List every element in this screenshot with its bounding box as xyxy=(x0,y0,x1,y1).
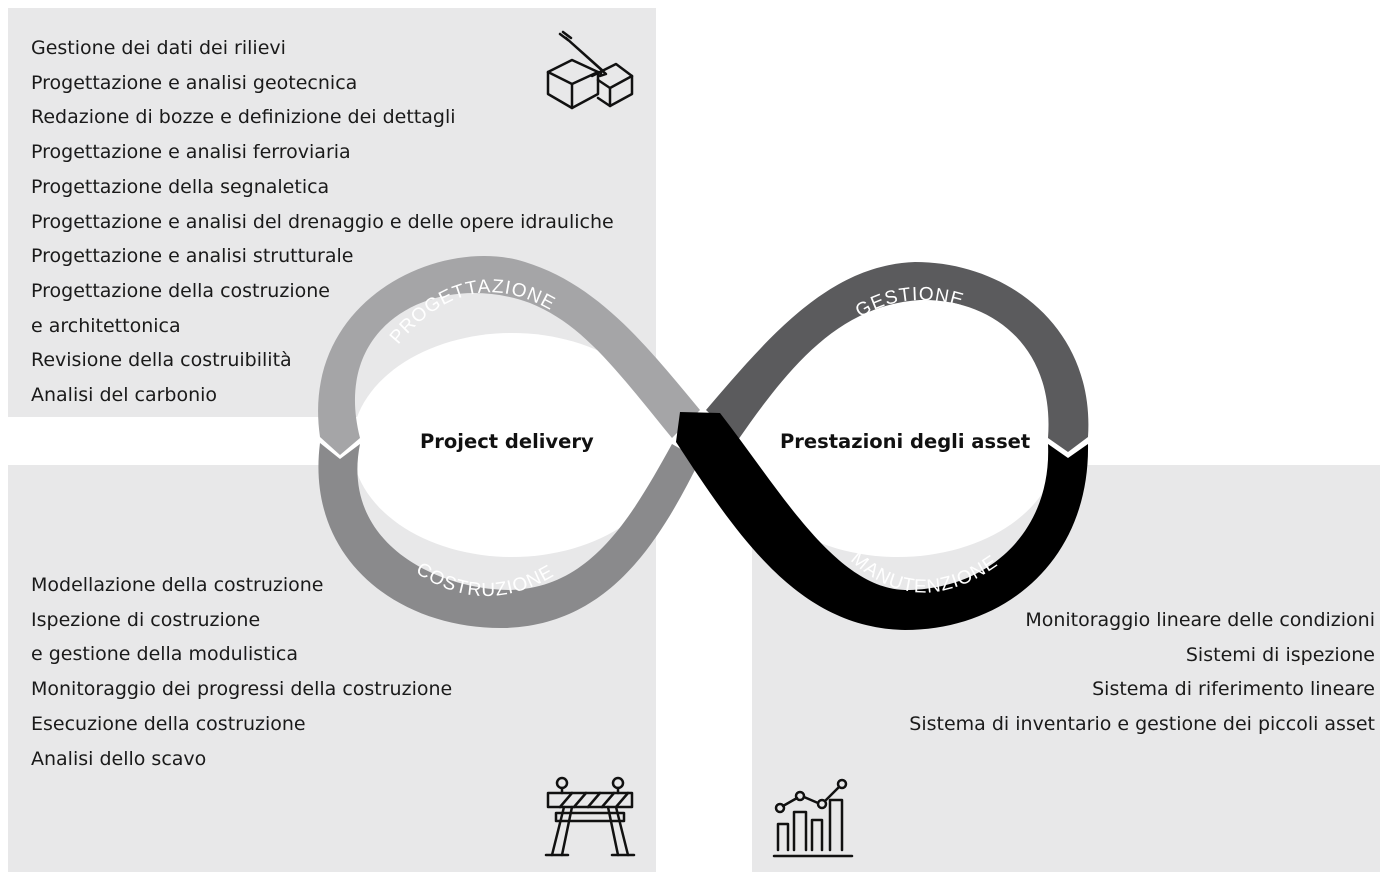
road-barrier-icon xyxy=(544,776,636,857)
list-item: Sistema di riferimento lineare xyxy=(1092,678,1375,701)
list-item: Progettazione e analisi ferroviaria xyxy=(31,141,351,164)
list-item: Progettazione della costruzione xyxy=(31,279,330,302)
list-item: Sistemi di ispezione xyxy=(1185,643,1375,666)
construction-segment xyxy=(318,443,700,629)
line-bar-chart-icon xyxy=(772,778,854,858)
design-activities-list: Gestione dei dati dei rilievi Progettazi… xyxy=(31,31,614,413)
maintenance-activities-list: Monitoraggio lineare delle condizioni Si… xyxy=(909,603,1375,742)
list-item: Monitoraggio dei progressi della costruz… xyxy=(31,678,453,701)
project-delivery-label: Project delivery xyxy=(420,430,594,453)
list-item: Progettazione della segnaletica xyxy=(31,175,330,198)
list-item: Progettazione e analisi del drenaggio e … xyxy=(31,210,614,233)
list-item: Analisi del carbonio xyxy=(31,384,218,407)
list-item: Progettazione e analisi strutturale xyxy=(31,245,354,268)
asset-performance-label: Prestazioni degli asset xyxy=(780,430,1031,453)
operations-segment xyxy=(706,262,1089,452)
right-loop-interior xyxy=(738,333,1058,557)
list-item: e architettonica xyxy=(31,314,181,337)
list-item: Gestione dei dati dei rilievi xyxy=(31,37,286,59)
list-item: Ispezione di costruzione xyxy=(31,608,261,631)
list-item: e gestione della modulistica xyxy=(31,643,299,666)
left-loop-interior xyxy=(352,333,672,557)
design-segment xyxy=(318,255,700,455)
list-item: Analisi dello scavo xyxy=(31,747,207,770)
list-item: Esecuzione della costruzione xyxy=(31,712,306,735)
list-item: Revisione della costruibilità xyxy=(31,349,292,372)
list-item: Redazione di bozze e definizione dei det… xyxy=(31,106,456,129)
list-item: Monitoraggio lineare delle condizioni xyxy=(1025,609,1375,631)
list-item: Modellazione della costruzione xyxy=(31,574,324,596)
list-item: Progettazione e analisi geotecnica xyxy=(31,71,358,94)
construction-activities-list: Modellazione della costruzione Ispezione… xyxy=(31,568,452,776)
maintenance-segment xyxy=(676,412,1089,630)
drafting-cubes-icon xyxy=(546,30,634,110)
list-item: Sistema di inventario e gestione dei pic… xyxy=(909,713,1375,736)
